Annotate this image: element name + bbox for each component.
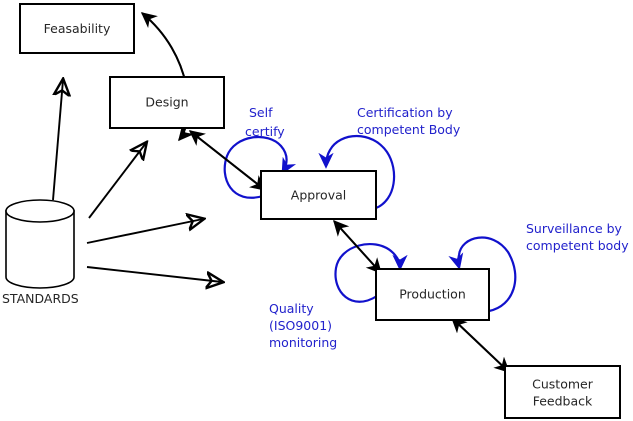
arrow-design-to-approval xyxy=(189,130,267,191)
production-box[interactable] xyxy=(375,268,490,321)
quality-line3: monitoring xyxy=(269,335,337,350)
node-customer-feedback[interactable]: Customer Feedback xyxy=(504,365,621,419)
node-approval[interactable]: Approval xyxy=(260,170,377,220)
arrow-approval-to-production xyxy=(333,220,382,275)
certification-line2: competent Body xyxy=(357,122,461,137)
standards-cylinder-body[interactable] xyxy=(5,210,75,289)
surveillance-loop xyxy=(448,236,517,313)
design-label: Design xyxy=(145,95,188,110)
node-production[interactable]: Production xyxy=(375,268,490,321)
arrow-standards-to-feasability xyxy=(52,80,63,201)
feasability-label: Feasability xyxy=(44,21,111,36)
surveillance-line1: Surveillance by xyxy=(526,221,623,236)
certification-line1: Certification by xyxy=(357,105,453,120)
arrow-standards-to-approval xyxy=(86,219,203,244)
design-box[interactable] xyxy=(109,76,225,129)
annotation-self-certify: Self certify xyxy=(245,105,285,139)
node-feasability[interactable]: Feasability xyxy=(19,3,135,54)
standards-label: STANDARDS xyxy=(2,291,79,306)
customer-feedback-label-line2: Feedback xyxy=(533,394,593,409)
self-certify-loop xyxy=(223,135,297,199)
annotation-certification: Certification by competent Body xyxy=(357,105,461,137)
node-standards[interactable]: STANDARDS xyxy=(2,199,79,306)
customer-feedback-box[interactable] xyxy=(504,365,621,419)
annotation-surveillance: Surveillance by competent body xyxy=(526,221,629,253)
node-design[interactable]: Design xyxy=(109,76,225,129)
approval-box[interactable] xyxy=(260,170,377,220)
quality-monitoring-loop xyxy=(334,242,408,303)
production-label: Production xyxy=(399,287,466,302)
standards-cylinder-top xyxy=(5,199,75,223)
feasability-box[interactable] xyxy=(19,3,135,54)
customer-feedback-label-line1: Customer xyxy=(532,377,594,392)
surveillance-line2: competent body xyxy=(526,238,629,253)
quality-line2: (ISO9001) xyxy=(269,318,332,333)
approval-label: Approval xyxy=(291,188,346,203)
self-certify-line1: Self xyxy=(249,105,273,120)
arrow-standards-to-design xyxy=(88,143,146,219)
self-certify-line2: certify xyxy=(245,124,285,139)
annotation-quality: Quality (ISO9001) monitoring xyxy=(269,301,337,350)
arrow-customer-feedback-to-production xyxy=(450,317,510,373)
certification-loop xyxy=(318,135,396,210)
quality-line1: Quality xyxy=(269,301,314,316)
arrow-standards-to-production xyxy=(86,266,222,282)
